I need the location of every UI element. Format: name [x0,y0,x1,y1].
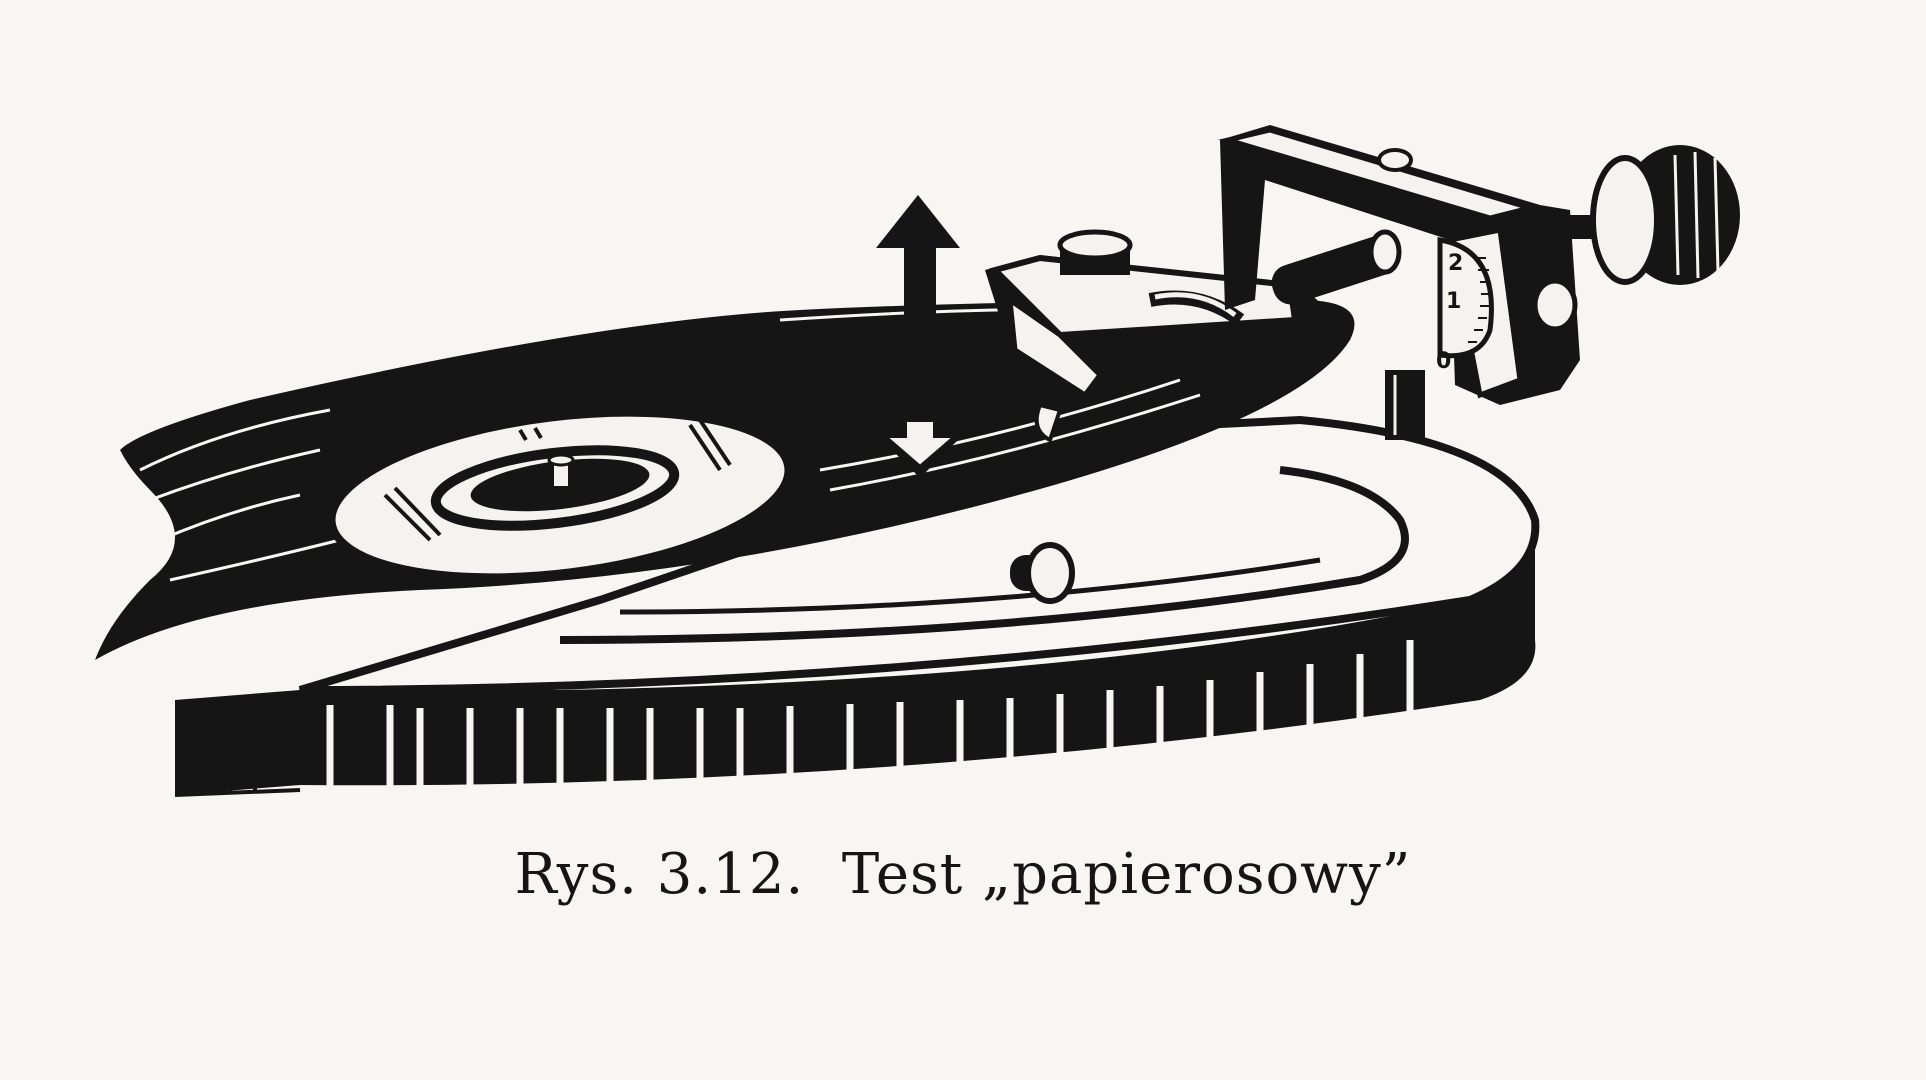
scale-digit-1: 1 [1446,289,1461,314]
label-inner [430,445,680,531]
scale-dial [1437,237,1494,359]
arm-bracket: 2 1 0 [1218,125,1580,440]
rim-highlights [326,640,1414,792]
platter-ring-inner [619,557,1321,615]
bracket-top [1218,127,1540,221]
record [95,300,1355,660]
platter-top [298,415,1540,694]
figure-caption: Rys. 3.12. Test „papierosowy” [0,842,1926,907]
platter-rim-side [175,520,1536,795]
caption-gap [804,842,842,907]
platter-ring [559,466,1409,644]
label-marks [383,418,732,542]
record-knob [1010,542,1075,604]
scale-digit-0: 0 [1436,349,1451,374]
spindle-top [547,453,575,467]
double-arrow-vertical-icon [872,195,968,478]
platter [174,415,1540,797]
caption-title: Test „papierosowy” [841,842,1412,907]
baseline [174,765,301,797]
scale-ticks [1468,257,1490,343]
caption-label: Rys. 3.12. [514,842,805,907]
scale-digit-2: 2 [1448,251,1463,276]
counterweight [1560,145,1740,285]
headshell-front [1006,294,1104,399]
